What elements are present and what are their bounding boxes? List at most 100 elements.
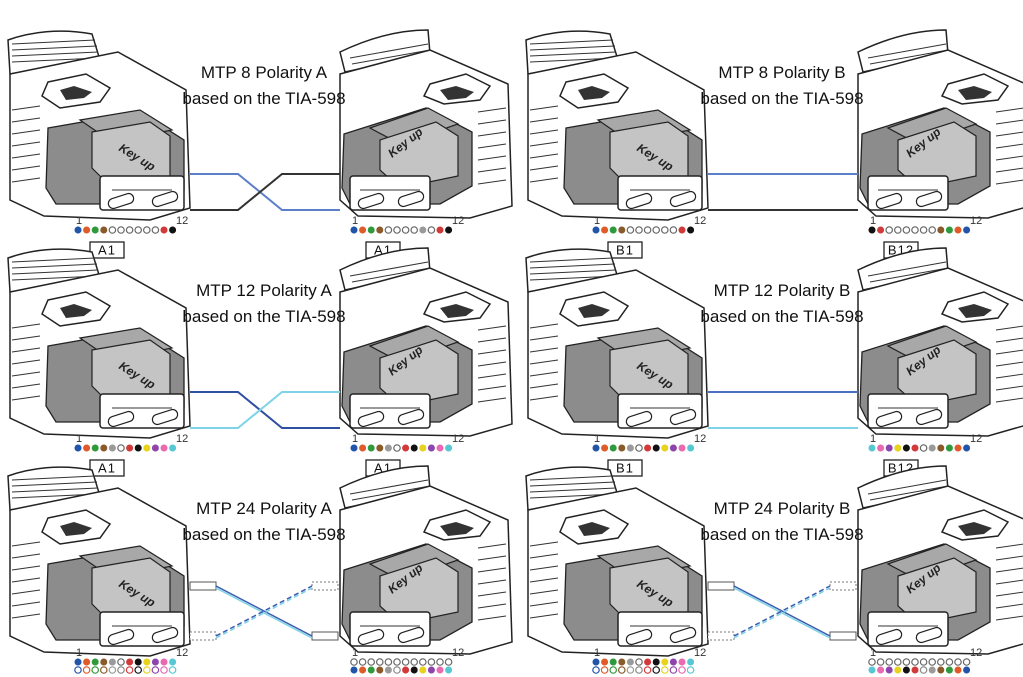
right-mtp-connector (857, 29, 1023, 219)
fiber-dot (661, 666, 669, 674)
fiber-dot (134, 226, 143, 234)
fiber-dot (375, 658, 384, 666)
standard-subtitle: based on the TIA-598 (182, 307, 345, 326)
pin-end-number: 12 (176, 647, 188, 659)
fiber-dot (160, 666, 168, 674)
fiber-dot (902, 226, 911, 234)
fiber-dot (600, 666, 609, 674)
fiber-dot (963, 444, 971, 452)
fiber-dot (367, 226, 375, 234)
fiber-dot (661, 658, 669, 666)
fiber-dot (868, 658, 876, 666)
fiber-dot (868, 666, 876, 674)
fiber-dot (419, 226, 427, 234)
fiber-dot (669, 444, 677, 452)
fiber-dot (427, 666, 435, 674)
pin-start-number: 1 (76, 647, 82, 659)
fiber-dot (894, 666, 902, 674)
fiber-dot (117, 666, 125, 674)
fiber-dot (134, 658, 142, 666)
fiber-dot (609, 658, 617, 666)
fiber-dot (91, 226, 99, 234)
fiber-dot (126, 658, 134, 666)
fiber-dot (592, 226, 600, 234)
fiber-dot (902, 666, 910, 674)
fiber-dot (419, 666, 427, 674)
fiber-dot (402, 666, 410, 674)
fiber-dot (376, 226, 384, 234)
fiber-dot (169, 226, 177, 234)
fiber-dot (117, 658, 125, 666)
pin-start-number: 1 (594, 433, 600, 445)
fiber-dot (427, 444, 435, 452)
fiber-dot (928, 658, 937, 666)
fiber-dot (954, 658, 962, 666)
fiber-dot (894, 444, 902, 452)
fiber-dot (350, 226, 358, 234)
pin-start-number: 1 (870, 215, 876, 227)
polarity-title: MTP 24 Polarity B (714, 499, 851, 518)
fiber-dot (367, 666, 375, 674)
position-label: A1 (98, 243, 116, 258)
right-mtp-connector (857, 247, 1023, 437)
fiber-dot (419, 444, 427, 452)
fiber-dot (902, 658, 911, 666)
position-label: A1 (98, 461, 116, 476)
fiber-dot (601, 658, 609, 666)
fiber-dot (436, 658, 444, 666)
fiber-dot (410, 226, 419, 234)
fiber-dot (635, 226, 643, 234)
fiber-dot (609, 226, 617, 234)
fiber-dot (74, 666, 82, 674)
fiber-dot (928, 666, 936, 674)
fiber-wiring (708, 173, 858, 211)
fiber-dot (410, 444, 418, 452)
fiber-dot (643, 666, 652, 674)
fiber-dot (151, 658, 159, 666)
fiber-dot (919, 658, 928, 666)
polarity-title: MTP 12 Polarity B (714, 281, 851, 300)
fiber-dot (393, 226, 401, 234)
fiber-dot (108, 666, 117, 674)
fiber-dot (644, 444, 652, 452)
fiber-dot (669, 658, 677, 666)
standard-subtitle: based on the TIA-598 (700, 525, 863, 544)
polarity-title: MTP 8 Polarity B (718, 63, 845, 82)
fiber-dot (436, 666, 444, 674)
fiber-dot (74, 226, 82, 234)
fiber-dot (126, 444, 134, 452)
fiber-dot (652, 444, 660, 452)
fiber-dot (652, 226, 661, 234)
fiber-dot (100, 658, 108, 666)
fiber-dot (661, 226, 669, 234)
right-mtp-connector (339, 465, 513, 655)
fiber-dot (678, 666, 686, 674)
fiber-dot (143, 444, 151, 452)
fiber-dot (911, 226, 919, 234)
fiber-dot (143, 666, 151, 674)
fiber-dot (893, 658, 902, 666)
fiber-dot (962, 658, 971, 666)
pin-end-number: 12 (452, 433, 464, 445)
pin-start-number: 1 (594, 647, 600, 659)
fiber-dot (877, 226, 885, 234)
fiber-dot (635, 658, 643, 666)
fiber-dot (652, 666, 661, 674)
standard-subtitle: based on the TIA-598 (182, 89, 345, 108)
pin-start-number: 1 (76, 433, 82, 445)
fiber-dot (445, 666, 453, 674)
fiber-dot (601, 226, 609, 234)
fiber-dot (444, 658, 453, 666)
fiber-dot (911, 658, 919, 666)
fiber-dot (151, 666, 160, 674)
fiber-dot (592, 444, 600, 452)
fiber-dot (359, 444, 367, 452)
fiber-dot (592, 658, 600, 666)
fiber-dot (384, 444, 392, 452)
fiber-dot (686, 666, 695, 674)
fiber-dot (893, 226, 902, 234)
